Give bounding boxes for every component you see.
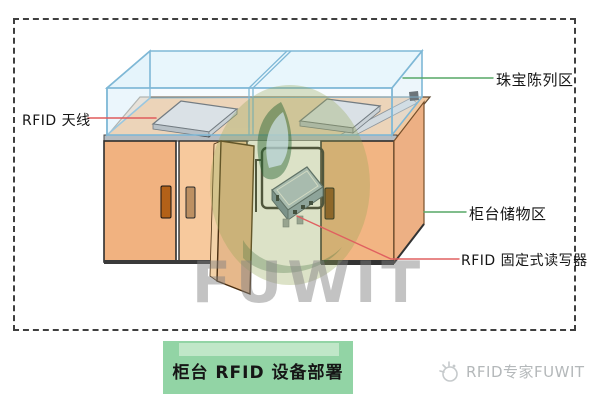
door-handle — [324, 187, 335, 220]
rfid-reader-device — [271, 166, 324, 228]
door-handle — [185, 186, 196, 219]
glass-display-cases — [104, 48, 424, 138]
watermark-circle — [210, 85, 370, 285]
label-rfid-fixed-reader: RFID 固定式读写器 — [461, 253, 588, 269]
watermark-leaf-light — [266, 112, 289, 168]
caption-highlight — [179, 343, 339, 356]
label-jewelry-display-area: 珠宝陈列区 — [496, 71, 574, 89]
reader-callout-line — [296, 215, 460, 260]
caption-box: 柜台 RFID 设备部署 — [163, 341, 353, 394]
fuwit-watermark: FUWIT — [192, 85, 425, 316]
rfid-antenna-plates — [151, 98, 382, 138]
label-rfid-antenna: RFID 天线 — [22, 113, 91, 129]
rail-end-cap — [409, 91, 419, 101]
watermark-swoosh — [243, 240, 342, 273]
cabinet-open-door — [216, 140, 255, 296]
fuwit-sparkle-icon — [439, 361, 458, 382]
footer-brand-text: RFID专家FUWIT — [466, 362, 585, 381]
callout-lines — [87, 77, 494, 260]
interior-bracket — [255, 159, 262, 212]
footer-brand: RFID专家FUWIT — [436, 358, 585, 384]
label-counter-storage-area: 柜台储物区 — [469, 205, 547, 223]
caption-title: 柜台 RFID 设备部署 — [172, 363, 344, 383]
door-handle — [160, 185, 172, 219]
watermark-text: FUWIT — [192, 250, 425, 316]
diagram-dashed-border — [13, 18, 576, 331]
glass-divider — [248, 50, 292, 135]
glass-top — [104, 50, 424, 89]
